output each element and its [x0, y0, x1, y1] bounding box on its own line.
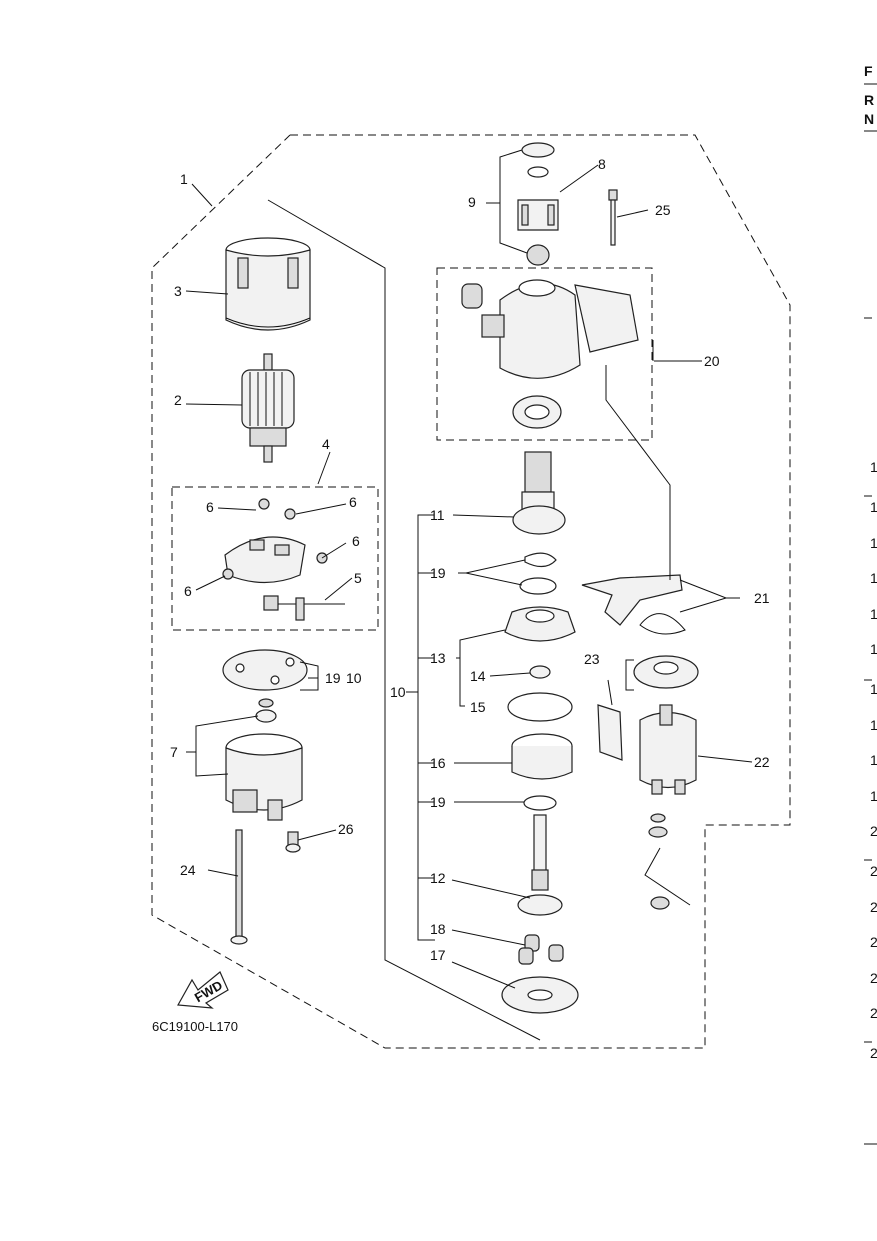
- callout-6b: 6: [349, 494, 357, 510]
- callout-6d: 6: [184, 583, 192, 599]
- callout-12: 12: [430, 870, 446, 886]
- callout-14: 14: [470, 668, 486, 684]
- brush-lead-part: [263, 595, 345, 621]
- callout-19-left: 19: [325, 670, 341, 686]
- callout-8: 8: [598, 156, 606, 172]
- edge-header-n: N: [864, 111, 874, 127]
- right-edge-table: F R N 1 1 1 1 1 1 1 1 1 1 2 2 2 2 2 2 2: [864, 63, 877, 1145]
- yoke-part: [225, 237, 311, 331]
- pinion-assembly: [517, 142, 559, 266]
- bolt-part: [608, 189, 618, 246]
- edge-num: 1: [870, 535, 877, 551]
- forward-arrow: FWD: [177, 971, 229, 1009]
- shift-lever-part: [581, 574, 686, 635]
- gasket-part: [597, 704, 623, 761]
- callout-26: 26: [338, 821, 354, 837]
- bearing-part: [255, 698, 277, 723]
- lead-wire-part: [644, 813, 691, 910]
- edge-num: 1: [870, 717, 877, 733]
- callout-10-right: 10: [390, 684, 406, 700]
- edge-num: 1: [870, 499, 877, 515]
- edge-num: 2: [870, 899, 877, 915]
- diagram-code: 6C19100-L170: [152, 1019, 238, 1034]
- edge-num: 2: [870, 1045, 877, 1061]
- housing-box: [436, 267, 653, 441]
- planet-shaft-part: [517, 814, 563, 916]
- leader-lines: [185, 149, 753, 989]
- callout-22: 22: [754, 754, 770, 770]
- callout-2: 2: [174, 392, 182, 408]
- callout-19-a: 19: [430, 565, 446, 581]
- brush-holder-part: [222, 498, 328, 584]
- planet-gears-part: [518, 934, 564, 965]
- output-shaft-part: [512, 451, 566, 535]
- armature-part: [241, 353, 295, 463]
- callout-19-b: 19: [430, 794, 446, 810]
- callout-1: 1: [180, 171, 188, 187]
- callout-10-left: 10: [346, 670, 362, 686]
- callout-15: 15: [470, 699, 486, 715]
- internal-gear-part: [511, 733, 573, 780]
- edge-header-f: F: [864, 63, 873, 79]
- callout-7: 7: [170, 744, 178, 760]
- callout-5: 5: [354, 570, 362, 586]
- edge-num: 1: [870, 752, 877, 768]
- callout-4: 4: [322, 436, 330, 452]
- edge-num: 2: [870, 823, 877, 839]
- callout-11: 11: [430, 507, 445, 523]
- callout-25: 25: [655, 202, 671, 218]
- washer-part: [523, 795, 557, 811]
- edge-num: 1: [870, 459, 877, 475]
- edge-num: 1: [870, 606, 877, 622]
- edge-num: 2: [870, 970, 877, 986]
- edge-num: 1: [870, 641, 877, 657]
- plate-part: [501, 976, 579, 1014]
- callout-18: 18: [430, 921, 446, 937]
- callout-9: 9: [468, 194, 476, 210]
- brush-plate-part: [222, 649, 308, 691]
- callout-3: 3: [174, 283, 182, 299]
- edge-num: 2: [870, 934, 877, 950]
- callout-24: 24: [180, 862, 196, 878]
- callout-6a: 6: [206, 499, 214, 515]
- callout-6c: 6: [352, 533, 360, 549]
- edge-num: 1: [870, 681, 877, 697]
- edge-num: 1: [870, 570, 877, 586]
- assembly-outline: [151, 134, 791, 1049]
- callout-21: 21: [754, 590, 770, 606]
- packing-part: [507, 692, 573, 722]
- edge-num: 2: [870, 1005, 877, 1021]
- edge-num: 2: [870, 863, 877, 879]
- front-housing-part: [461, 279, 639, 429]
- bushing-part: [529, 665, 551, 679]
- brush-holder-box: [171, 486, 379, 631]
- planet-cover-part: [504, 606, 576, 642]
- screw-part: [285, 831, 301, 853]
- callout-23: 23: [584, 651, 600, 667]
- edge-num: 1: [870, 788, 877, 804]
- solenoid-part: [633, 655, 699, 795]
- callout-17: 17: [430, 947, 446, 963]
- circlip-ring: [519, 552, 557, 595]
- through-bolt-part: [230, 829, 248, 945]
- edge-header-r: R: [864, 92, 874, 108]
- callout-13: 13: [430, 650, 446, 666]
- callout-numbers: 1 2 3 4 5 6 6 6 6 7 8 9 19 10 10 11 12 1…: [170, 156, 770, 963]
- callout-20: 20: [704, 353, 720, 369]
- rear-cover-part: [225, 733, 303, 821]
- callout-16: 16: [430, 755, 446, 771]
- armature-axis-line: [267, 199, 541, 1041]
